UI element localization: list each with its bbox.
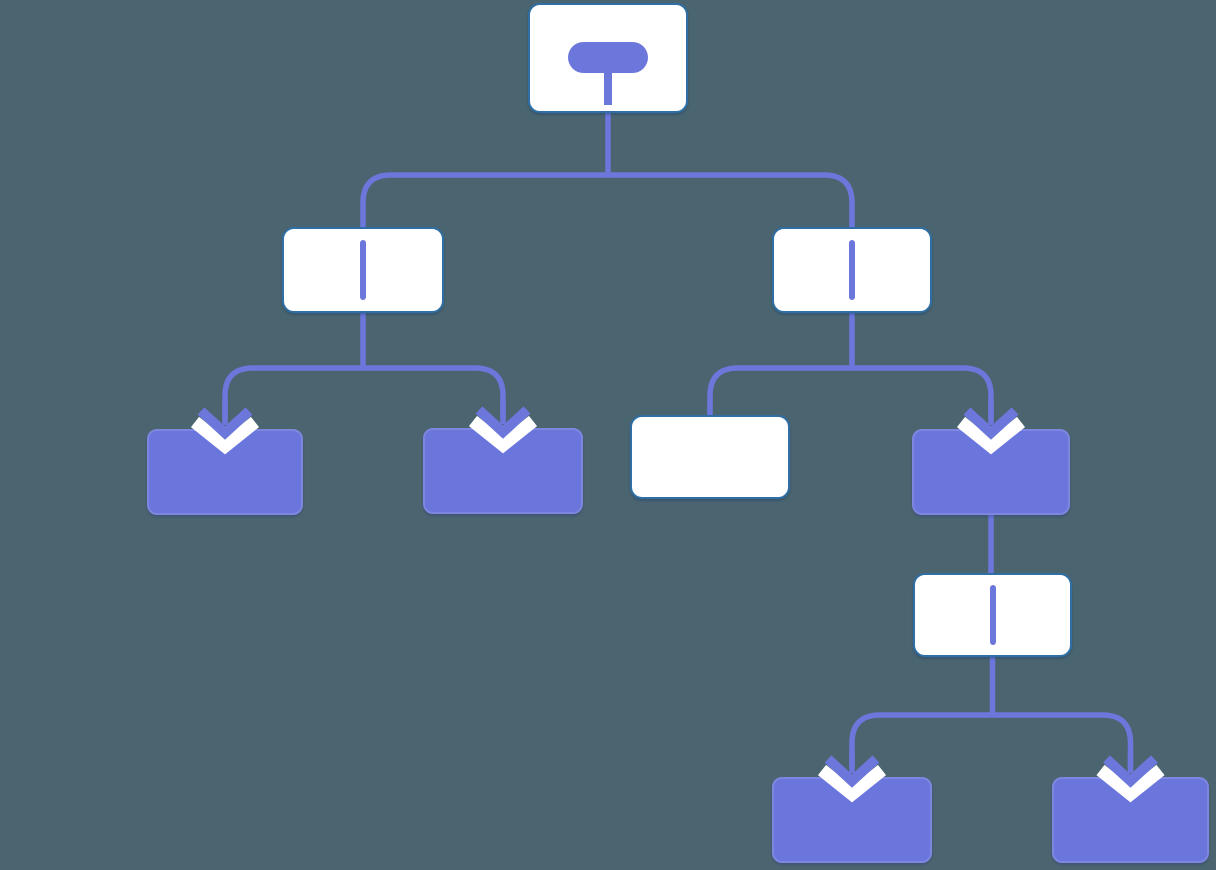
target-leaf-1[interactable]	[147, 429, 303, 515]
plain-node[interactable]	[630, 415, 790, 499]
vertical-bar-icon	[989, 585, 996, 645]
pill-with-stem-icon	[568, 42, 648, 73]
target-leaf-bottom-right[interactable]	[1052, 777, 1209, 863]
root-node[interactable]	[528, 3, 688, 113]
target-leaf-right[interactable]	[912, 429, 1070, 515]
target-leaf-2[interactable]	[423, 428, 583, 514]
split-node-bottom[interactable]	[913, 573, 1072, 657]
split-node-left[interactable]	[282, 227, 444, 313]
vertical-bar-icon	[849, 240, 855, 300]
root-stem-icon	[604, 71, 612, 105]
vertical-bar-icon	[360, 240, 366, 300]
split-node-right[interactable]	[772, 227, 932, 313]
target-leaf-bottom-left[interactable]	[772, 777, 932, 863]
